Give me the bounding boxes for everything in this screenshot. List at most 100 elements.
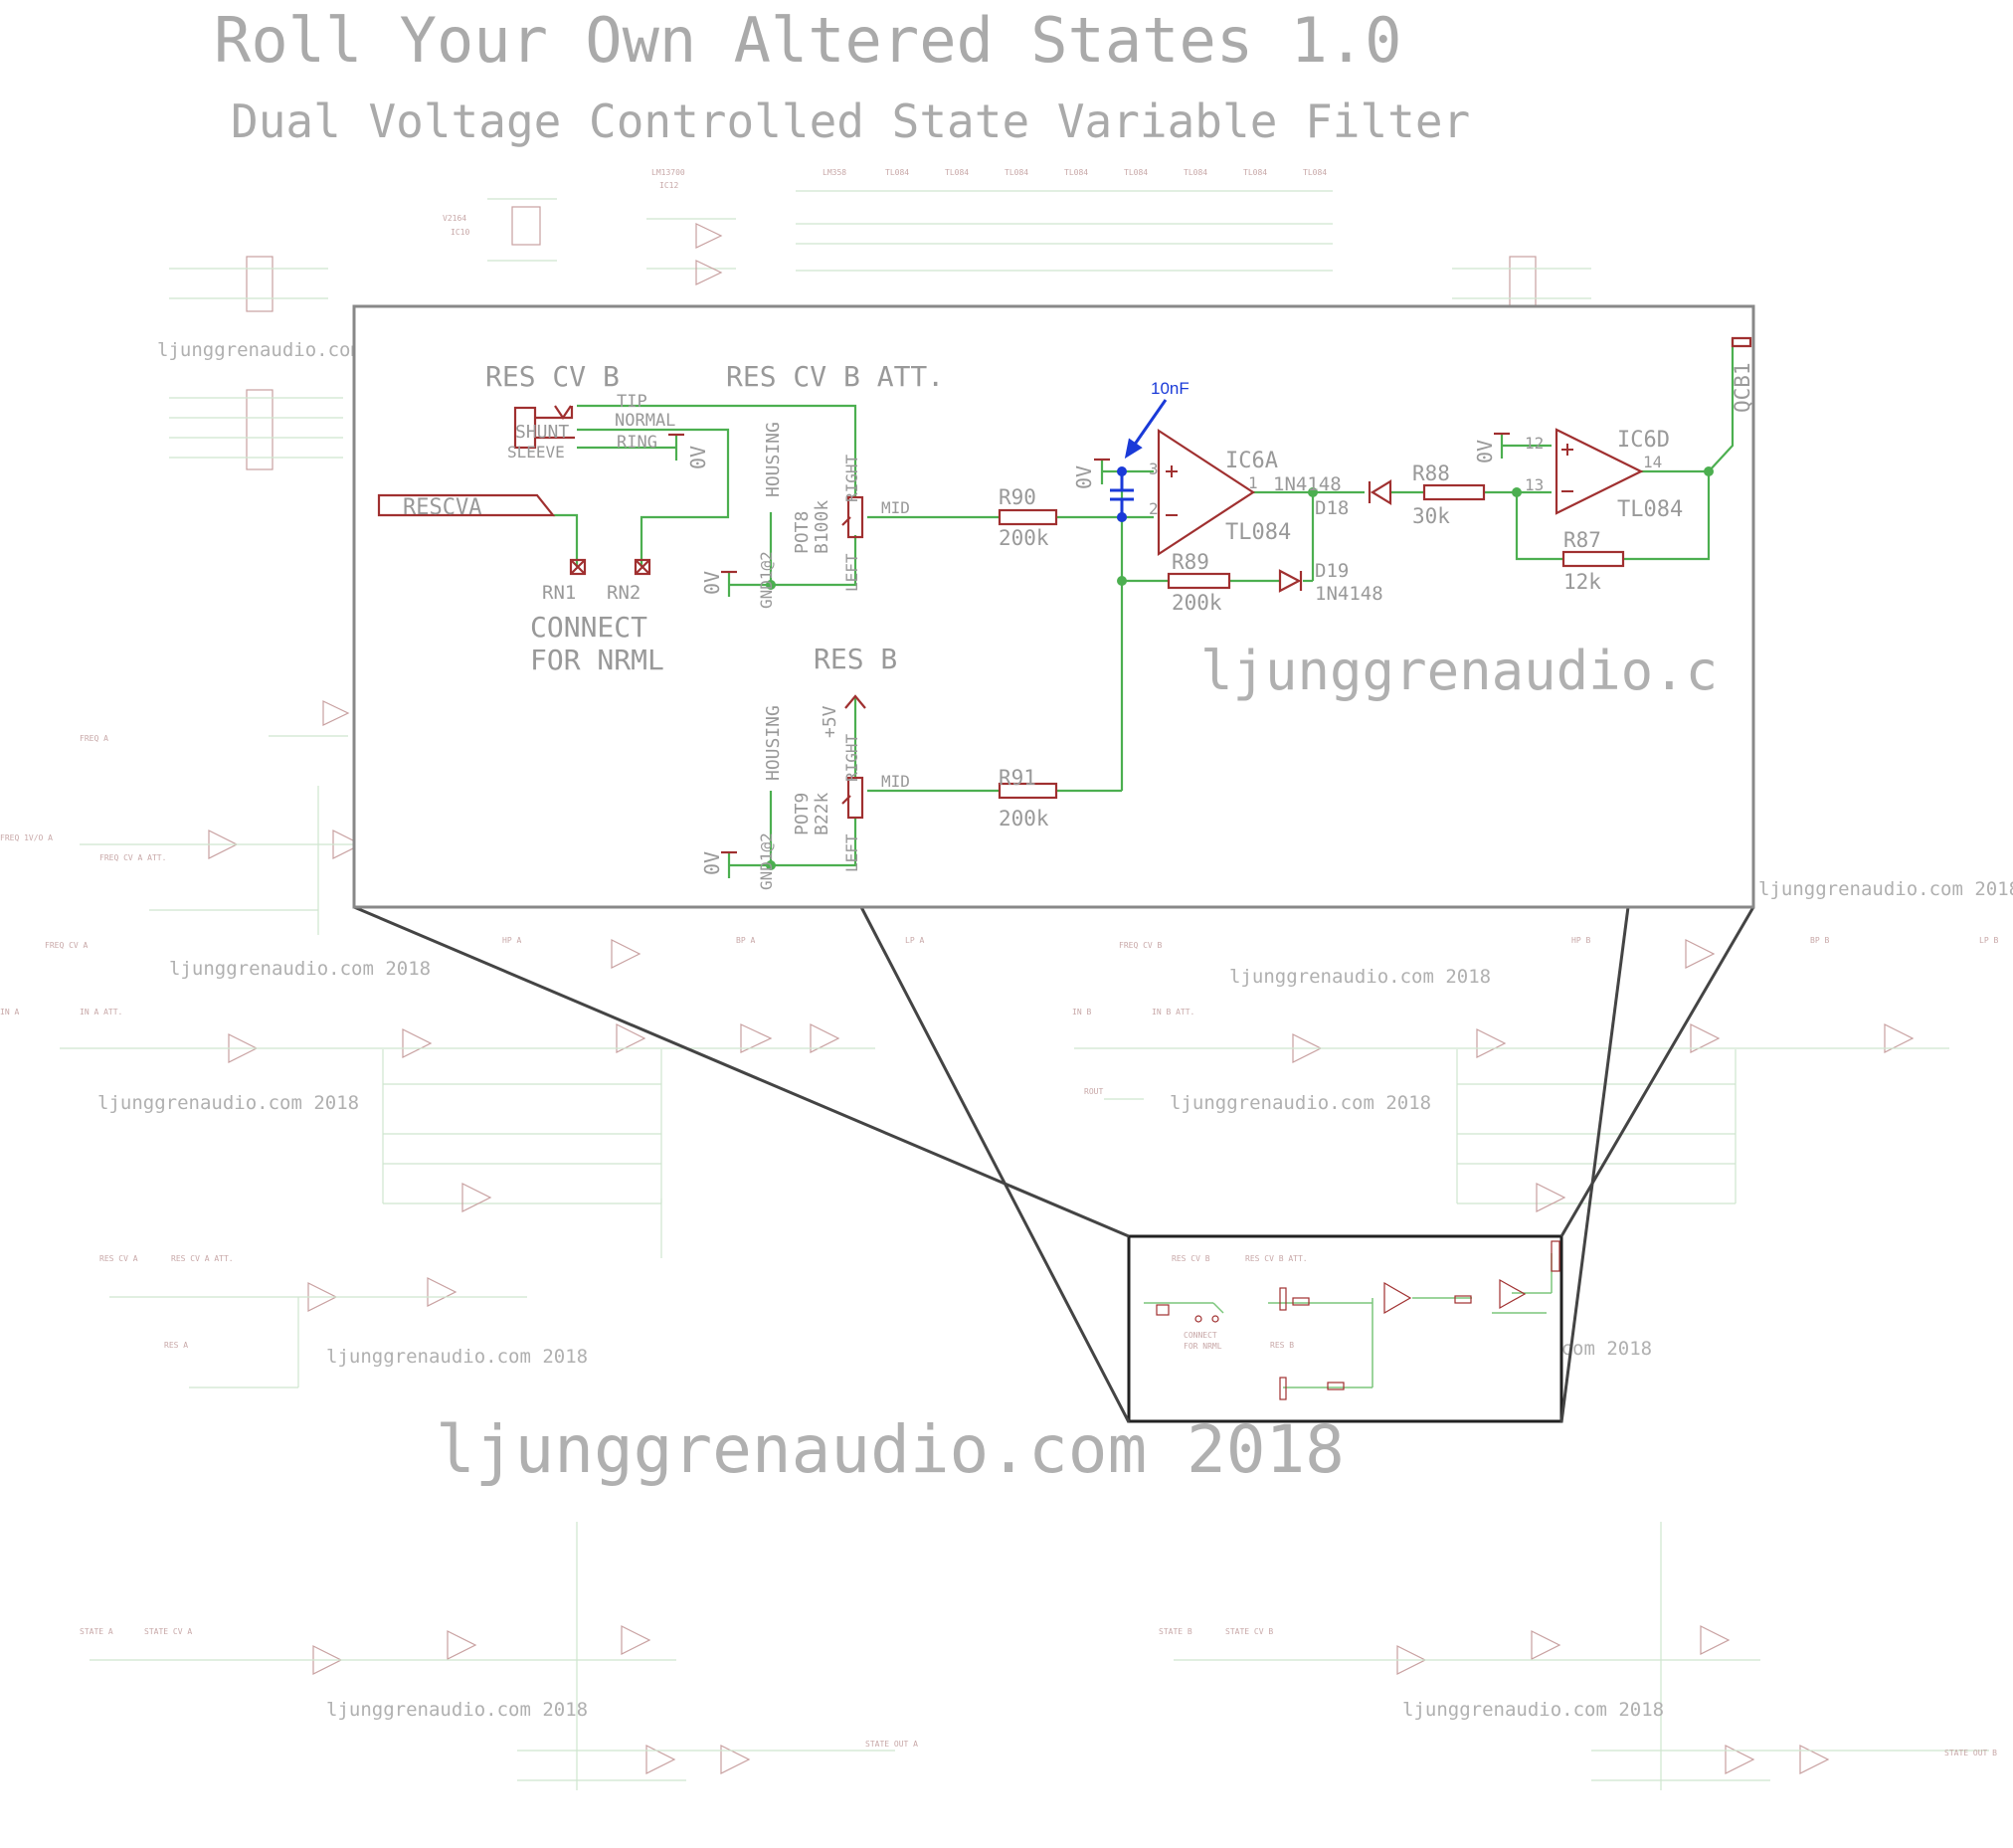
zoom-labels: RES CV B RES CV B ATT. TIP NORMAL RING S… [403,360,1754,890]
zoom-watermark: ljunggrenaudio.c [1200,640,1718,702]
label-ic-2: TL084 [1005,168,1028,177]
background-labels: V2164 IC10 LM13700 IC12 LM358 TL084 TL08… [0,168,1998,1757]
label-housing-9: HOUSING [763,705,784,781]
label-r91: R91 [999,766,1036,790]
label-ic-5: TL084 [1184,168,1207,177]
label-pin3: 3 [1149,460,1159,478]
mini-res-b: RES B [1270,1341,1294,1350]
label-housing-8: HOUSING [763,422,784,497]
label-ic6d: IC6D [1617,428,1670,453]
label-rn1: RN1 [542,582,576,604]
label-pot9: POT9 [792,793,813,835]
label-in-a: IN A [0,1008,19,1016]
label-res-b: RES B [814,643,897,675]
label-ic-0: TL084 [885,168,909,177]
label-lp-b: LP B [1979,936,1998,945]
label-freq-cv-a-att: FREQ CV A ATT. [99,853,166,862]
label-plus5v: +5V [820,705,840,738]
label-tl084-a: TL084 [1225,520,1291,545]
label-hp-a: HP A [502,936,521,945]
label-in-a-att: IN A ATT. [80,1008,122,1016]
label-0v-ic6d: 0V [1473,440,1497,463]
label-r89: R89 [1172,550,1209,574]
label-state-out-b: STATE OUT B [1944,1749,1997,1757]
label-state-a: STATE A [80,1627,113,1636]
title: Roll Your Own Altered States 1.0 [214,4,1401,77]
label-state-cv-a: STATE CV A [144,1627,192,1636]
mini-for-nrml: FOR NRML [1184,1342,1222,1351]
label-for-nrml: FOR NRML [530,644,664,676]
label-mid-9: MID [881,772,910,791]
mini-res-cv-b: RES CV B [1172,1254,1210,1263]
label-rn2: RN2 [607,582,640,604]
label-d18: D18 [1315,497,1349,519]
label-pin13: 13 [1525,475,1544,494]
label-res-a: RES A [164,1341,188,1350]
label-lp-a: LP A [905,936,924,945]
label-gnd-9: GND1@2 [757,832,776,890]
label-0v-jack: 0V [686,446,710,469]
zoom-panel: 10nF RES CV B RES CV B ATT. TIP NORMAL R… [352,304,1755,909]
watermark: ljunggrenaudio.com 2018 [1402,1699,1664,1721]
background-schematic [60,190,1989,1790]
label-r91-value: 200k [999,807,1049,831]
label-tip: TIP [617,392,647,412]
opamp-signs [1166,444,1573,516]
label-r88: R88 [1412,462,1450,485]
label-ic6a: IC6A [1225,449,1278,473]
small-watermarks: ljunggrenaudio.com 2018 ljunggrenaudio.c… [97,339,2013,1721]
watermark: ljunggrenaudio.com 2018 [97,1092,359,1114]
label-mid-8: MID [881,498,910,517]
label-pot8: POT8 [792,511,813,554]
label-lm358: LM358 [823,168,846,177]
label-freq-a: FREQ A [80,734,108,743]
label-gnd-8: GND1@2 [757,551,776,609]
label-ic-3: TL084 [1064,168,1088,177]
zoom-source-box: RES CV B RES CV B ATT. CONNECT FOR NRML … [1127,1234,1563,1423]
label-state-out-a: STATE OUT A [865,1740,918,1749]
label-sleeve: SLEEVE [507,443,565,462]
label-pin12: 12 [1525,434,1544,453]
label-0v-opamp: 0V [1072,465,1096,489]
watermark-large: ljunggrenaudio.com 2018 [436,1411,1345,1488]
label-hp-b: HP B [1571,936,1590,945]
label-0v-pot9: 0V [700,851,724,875]
watermark: ljunggrenaudio.com 2018 [1170,1092,1431,1114]
mini-connect: CONNECT [1184,1331,1217,1340]
subtitle: Dual Voltage Controlled State Variable F… [231,94,1470,148]
watermark: ljunggrenaudio.com 2018 [1758,878,2013,900]
label-pin14: 14 [1643,453,1662,471]
label-b100k: B100k [812,500,832,554]
label-r87-value: 12k [1563,570,1601,594]
label-in-b-att: IN B ATT. [1152,1008,1194,1016]
watermark: ljunggrenaudio.com 2018 [326,1346,588,1368]
label-ic-1: TL084 [945,168,969,177]
label-pin2: 2 [1149,499,1159,518]
watermark: ljunggrenaudio.com 2018 [326,1699,588,1721]
label-ic-4: TL084 [1124,168,1148,177]
label-left-8: LEFT [842,553,861,592]
label-ring: RING [617,433,657,453]
label-bp-a: BP A [736,936,755,945]
label-right-9: RIGHT [842,733,861,782]
label-r87: R87 [1563,528,1601,552]
label-r88-value: 30k [1412,504,1450,528]
label-bp-b: BP B [1810,936,1829,945]
zoom-parts [377,336,1752,854]
watermark: ljunggrenaudio.com 2018 [1229,966,1491,988]
label-shunt: SHUNT [515,422,569,443]
label-res-cv-b: RES CV B [485,360,620,393]
note-10nf: 10nF [1151,379,1190,398]
label-freq-cv-a: FREQ CV A [45,941,89,950]
label-pin1: 1 [1248,473,1258,492]
label-b22k: B22k [812,792,832,835]
capacitor-10nf [1110,399,1168,522]
label-res-cv-b-att: RES CV B ATT. [726,360,944,393]
label-v2164: V2164 [443,214,466,223]
label-tl084-d: TL084 [1617,497,1683,522]
label-in-b: IN B [1072,1008,1091,1016]
label-normal: NORMAL [615,411,675,431]
label-res-cv-a-att: RES CV A ATT. [171,1254,234,1263]
label-ic-7: TL084 [1303,168,1327,177]
